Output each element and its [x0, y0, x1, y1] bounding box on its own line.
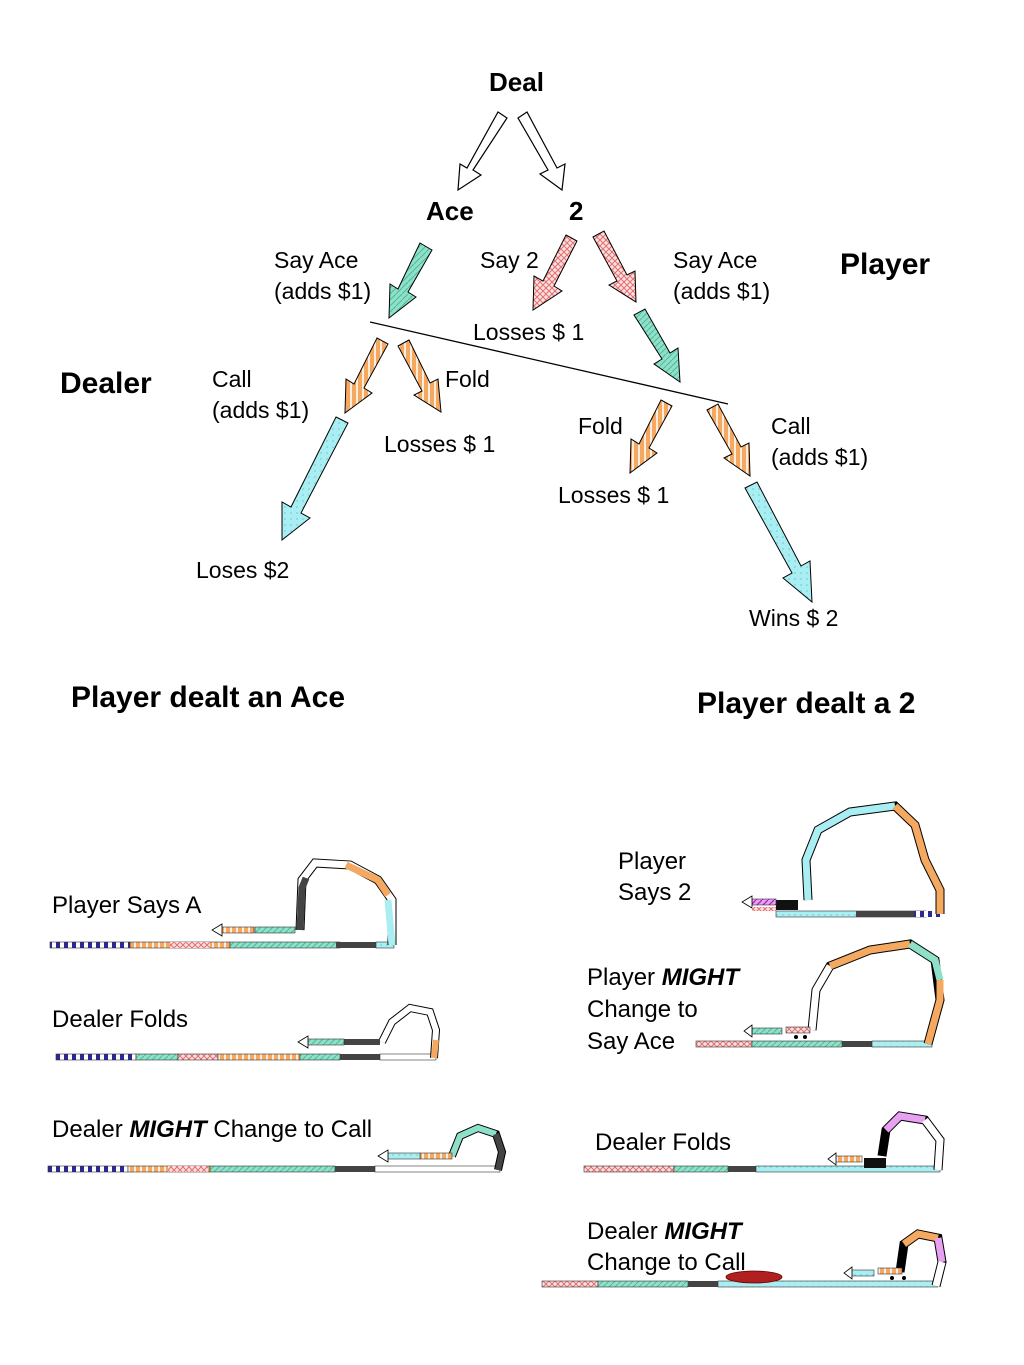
label-dealer-might-right-line1: Dealer MIGHT [587, 1216, 742, 1248]
might-emphasis: MIGHT [129, 1116, 207, 1143]
losses-fold-right: Losses $ 1 [558, 482, 670, 508]
track-player-might-say-ace [695, 939, 945, 1048]
arrow-two-say-two [532, 234, 578, 311]
dealer-might-right-prefix: Dealer [587, 1218, 665, 1245]
label-player-says-2-line2: Says 2 [618, 879, 692, 906]
highlight-oval [725, 1270, 783, 1284]
arrow-deal-to-ace [457, 111, 508, 192]
player-role-label: Player [840, 248, 931, 281]
call-left-line1: Call [212, 366, 252, 392]
say-ace-left-line2: (adds $1) [274, 278, 372, 304]
section-title-two: Player dealt a 2 [697, 687, 916, 720]
losses-fold-left: Losses $ 1 [384, 431, 496, 457]
fold-left-label: Fold [445, 366, 490, 392]
call-right-line2: (adds $1) [771, 444, 869, 470]
say-ace-left-line1: Say Ace [274, 247, 359, 273]
call-right-line1: Call [771, 413, 811, 439]
label-player-says-a: Player Says A [52, 892, 202, 919]
player-might-prefix: Player [587, 964, 662, 991]
say-two-label: Say 2 [480, 247, 539, 273]
might-suffix: Change to Call [206, 1116, 373, 1143]
player-arrows [388, 230, 681, 383]
track-dealer-might-call-right [541, 1229, 947, 1288]
dealer-arrows [281, 337, 813, 604]
ace-label: Ace [426, 196, 474, 226]
arrow-left-lose [281, 416, 349, 542]
wins-two-label: Wins $ 2 [749, 605, 839, 631]
losses-say-two: Losses $ 1 [473, 319, 585, 345]
dealer-might-right-emphasis: MIGHT [664, 1218, 742, 1245]
label-player-says-2-line1: Player [618, 848, 687, 875]
arrow-right-win [744, 481, 813, 604]
arrow-left-fold [397, 339, 442, 413]
track-dealer-folds-right [583, 1111, 945, 1173]
arrow-deal-to-two [517, 111, 566, 192]
deal-label: Deal [489, 67, 544, 97]
arrow-right-call [706, 403, 751, 477]
label-dealer-might-right-line2: Change to Call [587, 1249, 746, 1276]
arrow-ace-say-ace [388, 242, 433, 320]
arrow-left-call [344, 337, 389, 415]
dealer-role-label: Dealer [60, 367, 152, 400]
say-ace-right-line1: Say Ace [673, 247, 758, 273]
label-dealer-might-call-left: Dealer MIGHT Change to Call [52, 1114, 372, 1146]
player-might-emphasis: MIGHT [661, 964, 740, 991]
arrow-say-ace-continue [633, 308, 681, 383]
loses-two-label: Loses $2 [196, 557, 290, 583]
label-player-might-line3: Say Ace [587, 1028, 676, 1055]
say-ace-right-line2: (adds $1) [673, 278, 771, 304]
label-player-might-line2: Change to [587, 996, 698, 1023]
two-label: 2 [569, 196, 584, 226]
label-player-might-line1: Player MIGHT [587, 962, 739, 994]
fold-right-label: Fold [578, 413, 623, 439]
track-player-says-2 [741, 801, 945, 918]
deal-arrows [457, 111, 566, 192]
track-player-says-a [49, 858, 397, 949]
section-title-ace: Player dealt an Ace [71, 681, 346, 714]
track-dealer-might-call-left [47, 1123, 507, 1173]
label-dealer-folds-right: Dealer Folds [595, 1129, 732, 1156]
call-left-line2: (adds $1) [212, 397, 310, 423]
track-dealer-folds-left [55, 1003, 441, 1061]
arrow-two-say-ace [592, 230, 637, 303]
player-dealer-divider [369, 321, 729, 405]
might-prefix: Dealer [52, 1116, 130, 1143]
arrow-right-fold [629, 399, 673, 475]
label-dealer-folds-left: Dealer Folds [52, 1006, 189, 1033]
